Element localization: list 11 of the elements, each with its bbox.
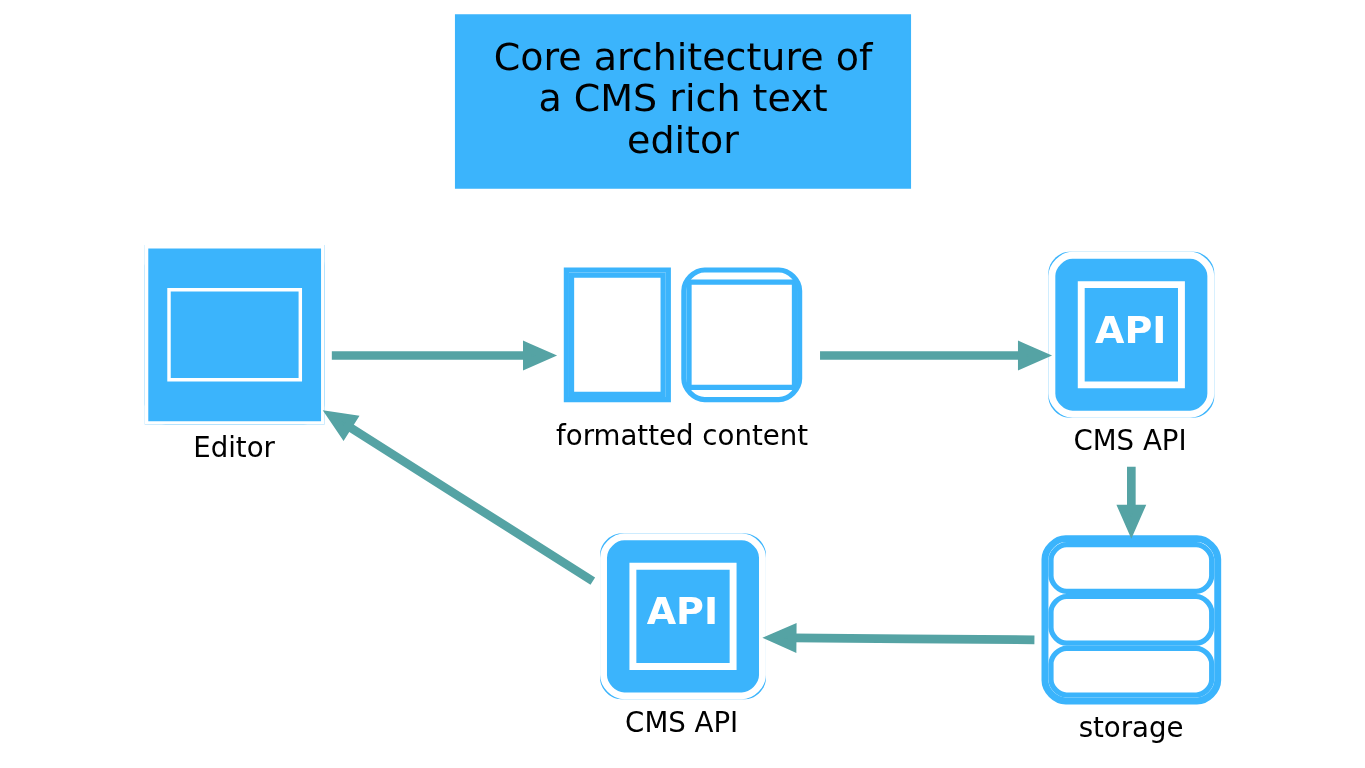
node-label: formatted content bbox=[555, 418, 808, 452]
node-label: Editor bbox=[192, 431, 275, 465]
arrow bbox=[331, 340, 557, 371]
arrow bbox=[761, 623, 1034, 653]
arrow bbox=[1115, 466, 1146, 539]
node-box: Core architecture of a CMS rich text editor bbox=[454, 14, 911, 189]
node-label: CMS API bbox=[624, 705, 738, 739]
arrow bbox=[322, 410, 595, 585]
node-label: CMS API bbox=[1072, 424, 1187, 458]
node-label: storage bbox=[1078, 710, 1184, 744]
arrow bbox=[819, 340, 1052, 371]
